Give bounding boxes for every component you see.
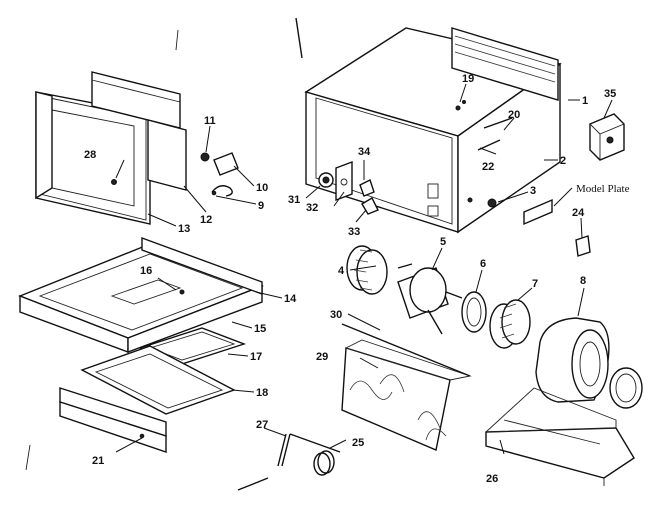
callout-4: 4 — [338, 265, 345, 277]
control-parts — [318, 160, 379, 215]
callout-31: 31 — [288, 194, 300, 206]
callout-3: 3 — [530, 185, 536, 197]
callout-21: 21 — [92, 455, 104, 467]
callout-12: 12 — [200, 214, 212, 226]
callout-27: 27 — [256, 419, 268, 431]
motor-5 — [397, 263, 463, 335]
callout-15: 15 — [254, 323, 266, 335]
callout-16: 16 — [140, 265, 152, 277]
tube-27 — [277, 433, 341, 467]
callout-19: 19 — [462, 73, 474, 85]
callout-29: 29 — [316, 351, 328, 363]
callout-26: 26 — [486, 473, 498, 485]
callout-24: 24 — [572, 207, 585, 219]
cabinet — [304, 27, 562, 234]
blower-wheel-7 — [489, 299, 531, 349]
stray-marks — [25, 17, 303, 471]
callout-22: 22 — [482, 161, 494, 173]
callout-7: 7 — [532, 278, 538, 290]
callout-35: 35 — [604, 88, 616, 100]
callout-20: 20 — [508, 109, 520, 121]
filter-panels — [35, 71, 187, 200]
coil-wire-25 — [237, 450, 335, 491]
evaporator-coil-29 — [341, 323, 472, 451]
orifice-ring-6 — [461, 291, 487, 333]
callout-25: 25 — [352, 437, 364, 449]
callout-9: 9 — [258, 200, 264, 212]
callout-11: 11 — [204, 115, 216, 127]
partition-26 — [484, 387, 635, 486]
callout-30: 30 — [330, 309, 342, 321]
relay-35 — [589, 113, 625, 161]
callout-28: 28 — [84, 149, 96, 161]
callout-14: 14 — [284, 293, 297, 305]
model-plate-label: Model Plate — [576, 183, 630, 195]
hardware-clip — [200, 152, 239, 197]
callout-6: 6 — [480, 258, 486, 270]
callout-17: 17 — [250, 351, 262, 363]
callout-2: 2 — [560, 155, 566, 167]
callout-34: 34 — [358, 146, 371, 158]
callout-10: 10 — [256, 182, 268, 194]
cap-24 — [575, 235, 591, 257]
callout-5: 5 — [440, 236, 446, 248]
part-3-and-model-plate — [487, 198, 553, 226]
callout-18: 18 — [256, 387, 268, 399]
base-pan — [18, 236, 264, 354]
callout-1: 1 — [582, 95, 588, 107]
callout-32: 32 — [306, 202, 318, 214]
callouts: 1 2 3 4 5 6 7 8 9 10 11 12 13 14 15 16 1… — [84, 73, 630, 485]
leader-lines — [115, 83, 613, 455]
callout-13: 13 — [178, 223, 190, 235]
callout-8: 8 — [580, 275, 586, 287]
callout-33: 33 — [348, 226, 360, 238]
blower-housing-8 — [535, 317, 643, 409]
